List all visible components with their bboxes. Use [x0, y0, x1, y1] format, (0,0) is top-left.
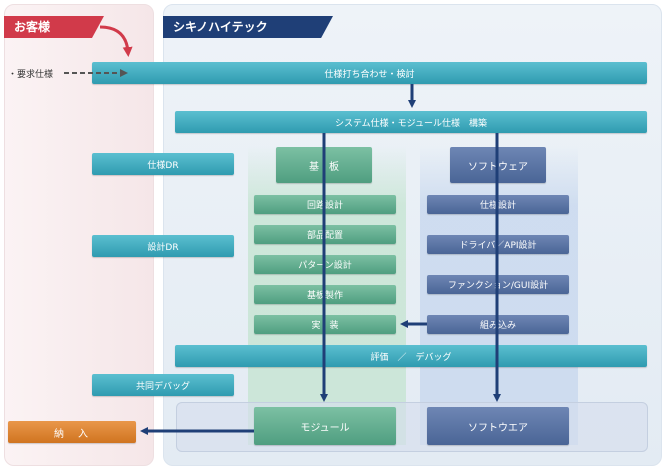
- system-build-bar: システム仕様・モジュール仕様 構築: [175, 111, 647, 133]
- request-spec-label: ・要求仕様: [8, 70, 54, 80]
- spec-meeting-bar: 仕様打ち合わせ・検討: [92, 62, 647, 84]
- evaluation-bar: 評価 ／ デバッグ: [175, 345, 647, 367]
- joint-debug-bar: 共同デバッグ: [92, 374, 234, 396]
- customer-start-arrow: [99, 25, 133, 57]
- customer-header: お客様: [4, 16, 104, 38]
- company-header: シキノハイテック: [163, 16, 333, 38]
- delivery-bar: 納 入: [8, 421, 136, 443]
- software-output-box: ソフトウエア: [427, 407, 569, 445]
- design-dr-bar: 設計DR: [92, 235, 234, 257]
- module-output-box: モジュール: [254, 407, 396, 445]
- spec-dr-bar: 仕様DR: [92, 153, 234, 175]
